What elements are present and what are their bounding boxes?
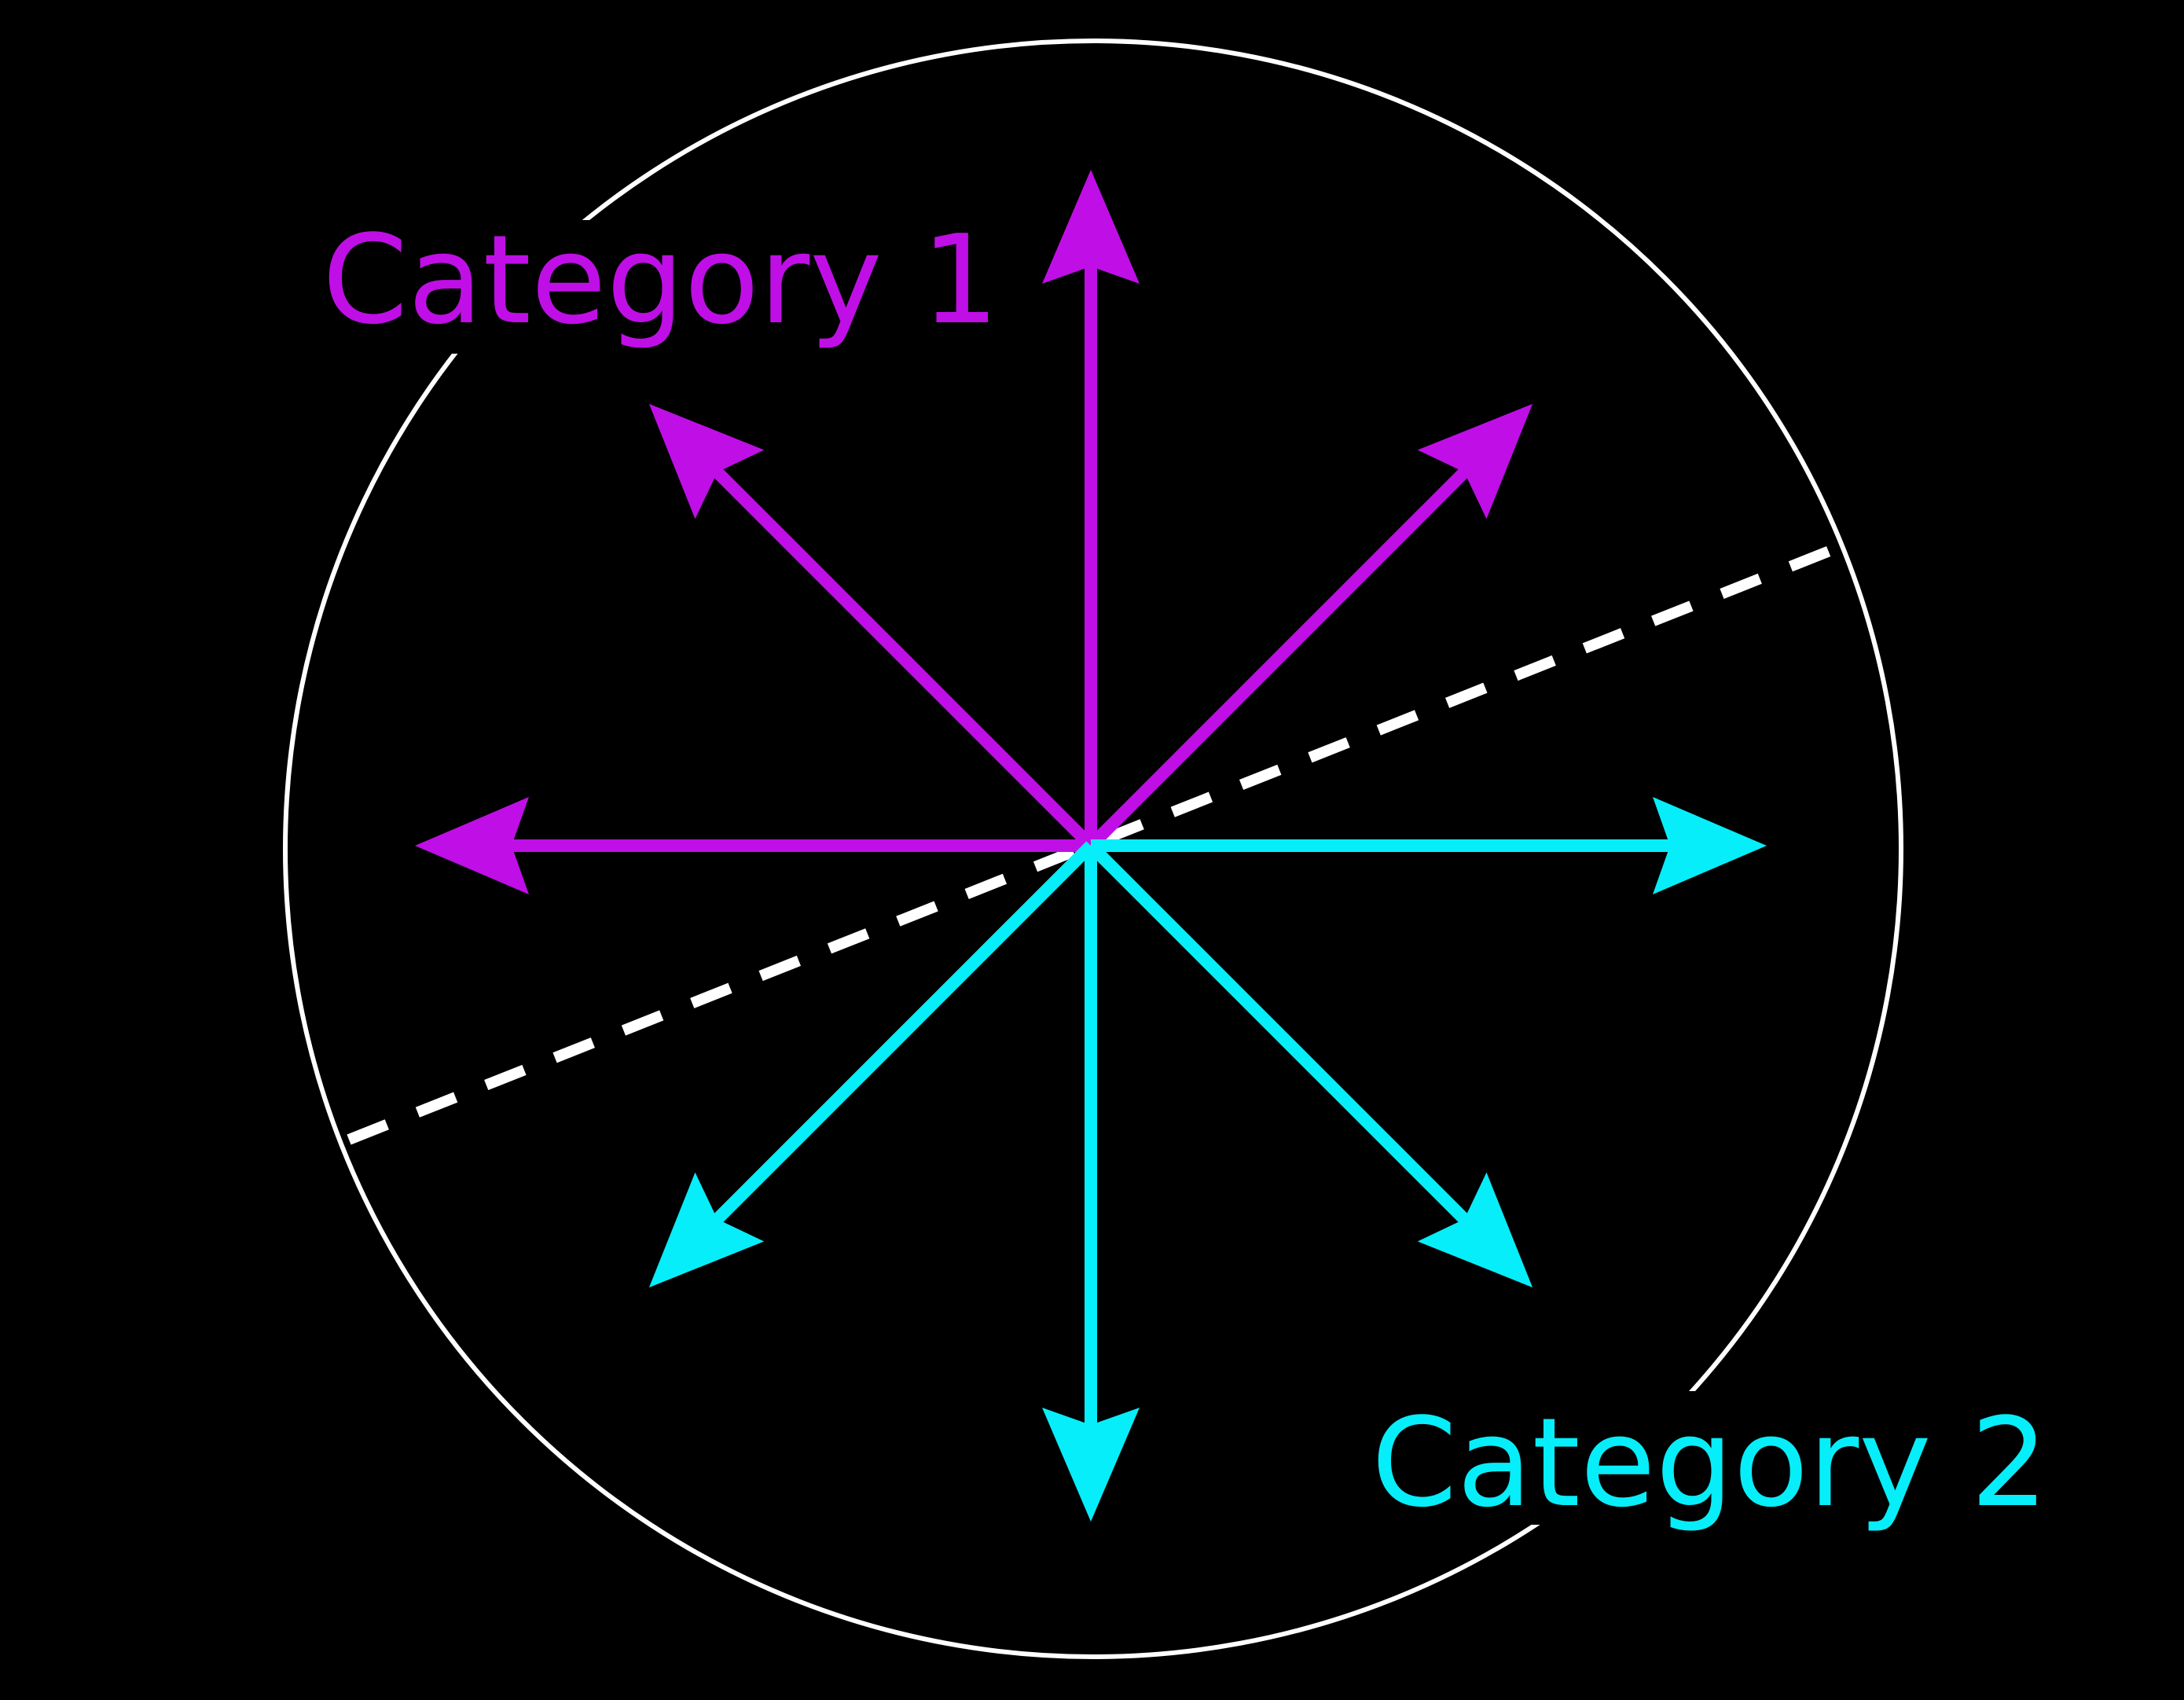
arrow-shaft-down-left [710, 841, 1096, 1226]
dashed-divider-line [347, 542, 1840, 1145]
arrowhead-left [415, 797, 529, 894]
arrowhead-right [1653, 797, 1767, 894]
arrowhead-down-left [648, 1172, 765, 1288]
arrowhead-down-right [1417, 1172, 1533, 1288]
arrow-shaft-up-right [1086, 465, 1471, 850]
arrow-shaft-up-left [710, 465, 1096, 850]
category-2-arrows [648, 797, 1767, 1522]
category-1-label-bg [314, 220, 912, 354]
category-2-label-bg [1352, 1391, 1973, 1525]
boundary-circle [283, 39, 1903, 1659]
arrowhead-down [1042, 1408, 1140, 1522]
arrow-shaft-down-right [1086, 841, 1471, 1226]
arrowhead-up-left [648, 403, 765, 520]
category-2-label: Category 2 [1371, 1391, 2048, 1534]
arrowhead-up [1042, 170, 1140, 284]
category-1-label: Category 1 [322, 208, 999, 351]
arrowhead-up-right [1417, 403, 1533, 520]
category-1-arrows [415, 170, 1533, 894]
